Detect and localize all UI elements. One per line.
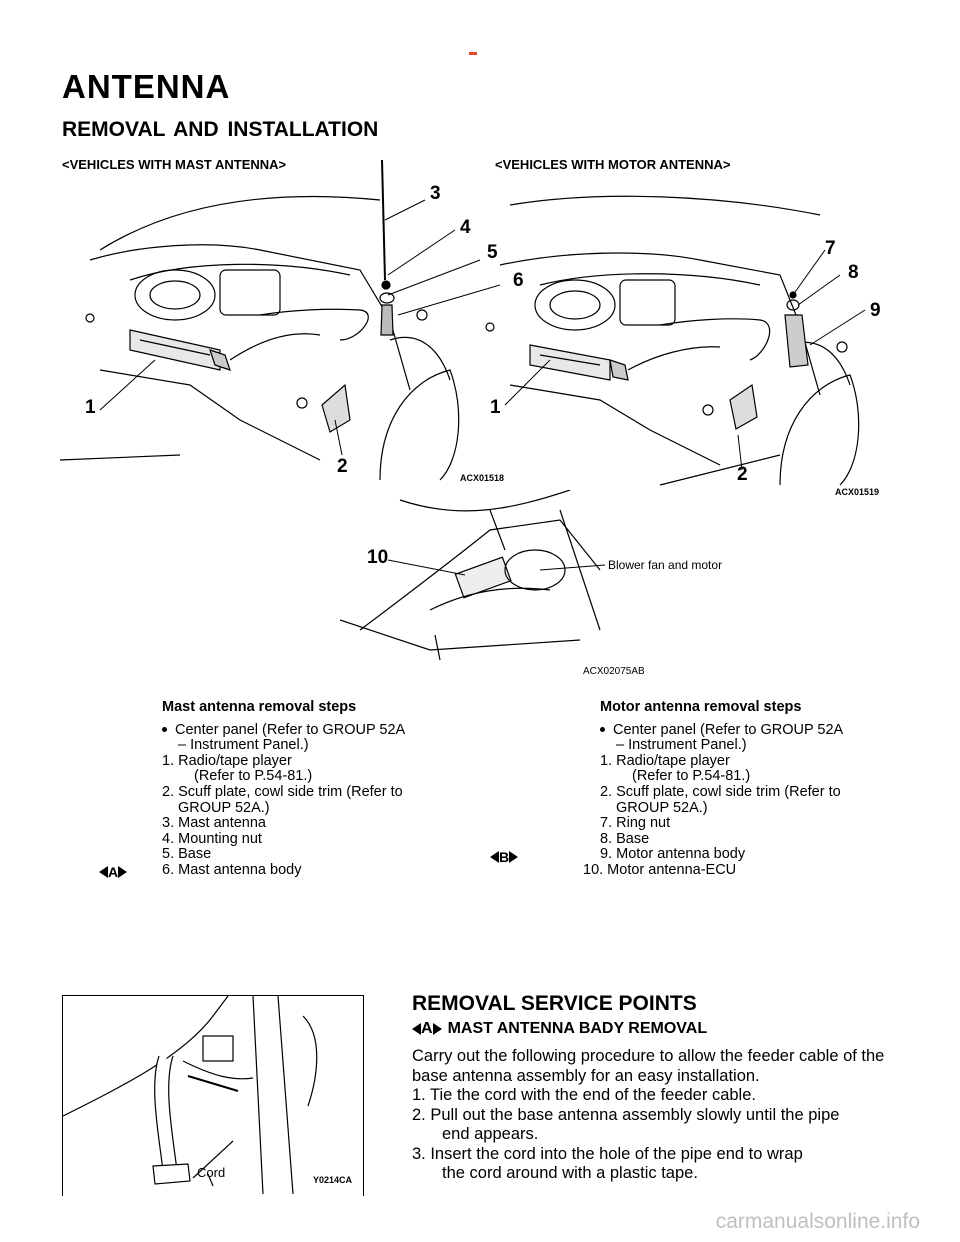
motor-step-10: 10. Motor antenna-ECU <box>583 861 737 878</box>
motor-step-center-panel-cont: – Instrument Panel.) <box>616 737 747 754</box>
service-subheading-text: MAST ANTENNA BADY REMOVAL <box>447 1020 708 1037</box>
callout-2-mast: 2 <box>337 456 348 477</box>
callout-3: 3 <box>430 183 441 204</box>
mast-steps-title: Mast antenna removal steps <box>162 699 357 715</box>
motor-figure-code: ACX01519 <box>835 487 880 497</box>
cord-figure-code: Y0214CA <box>313 1175 353 1185</box>
motor-step-1: 1. Radio/tape player <box>600 752 730 769</box>
page-title: ANTENNA <box>62 68 231 105</box>
callout-2-motor: 2 <box>737 464 748 485</box>
mast-step-marker: A <box>99 864 128 880</box>
motor-antenna-illustration <box>485 195 860 486</box>
callout-1-motor: 1 <box>490 397 501 418</box>
mast-step-2: 2. Scuff plate, cowl side trim (Refer to <box>162 783 403 800</box>
mast-step-center-panel: Center panel (Refer to GROUP 52A <box>162 722 462 739</box>
mast-antenna-illustration <box>60 160 460 481</box>
motor-steps: Motor antenna removal steps Center panel… <box>583 699 893 879</box>
callout-10: 10 <box>367 547 389 568</box>
callout-7: 7 <box>825 238 836 259</box>
service-subheading: A MAST ANTENNA BADY REMOVAL <box>412 1020 707 1038</box>
motor-step-center-panel: Center panel (Refer to GROUP 52A <box>583 722 893 739</box>
motor-step-marker: B <box>490 849 519 865</box>
mast-step-4: 4. Mounting nut <box>162 830 262 847</box>
mast-step-1: 1. Radio/tape player <box>162 752 292 769</box>
mast-figure-code: ACX01518 <box>460 473 505 483</box>
mast-steps: Mast antenna removal steps Center panel … <box>162 699 462 879</box>
service-step-1: 1. Tie the cord with the end of the feed… <box>412 1086 756 1104</box>
service-step-3: 3. Insert the cord into the hole of the … <box>412 1144 803 1163</box>
callout-8: 8 <box>848 262 859 283</box>
callout-4: 4 <box>460 217 471 238</box>
service-step-2-cont: end appears. <box>442 1125 539 1143</box>
service-body: Carry out the following procedure to all… <box>412 1047 887 1184</box>
service-step-2: 2. Pull out the base antenna assembly sl… <box>412 1105 840 1124</box>
service-step-3-cont: the cord around with a plastic tape. <box>442 1164 698 1182</box>
callout-6: 6 <box>513 270 524 291</box>
motor-step-8: 8. Base <box>600 830 650 847</box>
motor-step-2: 2. Scuff plate, cowl side trim (Refer to <box>600 783 841 800</box>
motor-step-7: 7. Ring nut <box>600 815 671 832</box>
cord-figure-frame <box>62 995 364 1196</box>
mast-step-1-cont: (Refer to P.54-81.) <box>194 768 313 785</box>
service-marker: A <box>421 1020 433 1037</box>
motor-step-9: 9. Motor antenna body <box>600 846 746 863</box>
motor-step-2-cont: GROUP 52A.) <box>616 799 708 816</box>
mast-step-2-cont: GROUP 52A.) <box>178 799 270 816</box>
motor-callout-lines <box>504 249 866 471</box>
watermark: carmanualsonline.info <box>715 1210 920 1233</box>
service-heading: REMOVAL SERVICE POINTS <box>412 992 697 1015</box>
mast-callout-lines <box>99 199 500 456</box>
ecu-figure-code: ACX02075AB <box>583 666 645 677</box>
mast-step-5: 5. Base <box>162 846 212 863</box>
header-mark <box>469 52 477 55</box>
callout-1-mast: 1 <box>85 397 96 418</box>
callout-5: 5 <box>487 242 498 263</box>
blower-fan-label: Blower fan and motor <box>608 558 723 572</box>
mast-figure-caption: <VEHICLES WITH MAST ANTENNA> <box>62 157 287 172</box>
mast-step-center-panel-cont: – Instrument Panel.) <box>178 737 309 754</box>
ecu-illustration <box>340 490 606 661</box>
service-intro: Carry out the following procedure to all… <box>412 1047 885 1085</box>
page-subtitle: REMOVAL AND INSTALLATION <box>62 118 379 141</box>
callout-9: 9 <box>870 300 881 321</box>
motor-step-1-cont: (Refer to P.54-81.) <box>632 768 751 785</box>
mast-step-3: 3. Mast antenna <box>162 815 266 832</box>
motor-steps-title: Motor antenna removal steps <box>600 699 802 715</box>
motor-figure-caption: <VEHICLES WITH MOTOR ANTENNA> <box>495 157 731 172</box>
mast-step-6: 6. Mast antenna body <box>162 861 302 878</box>
cord-label: Cord <box>197 1165 226 1180</box>
cord-illustration <box>63 996 318 1194</box>
